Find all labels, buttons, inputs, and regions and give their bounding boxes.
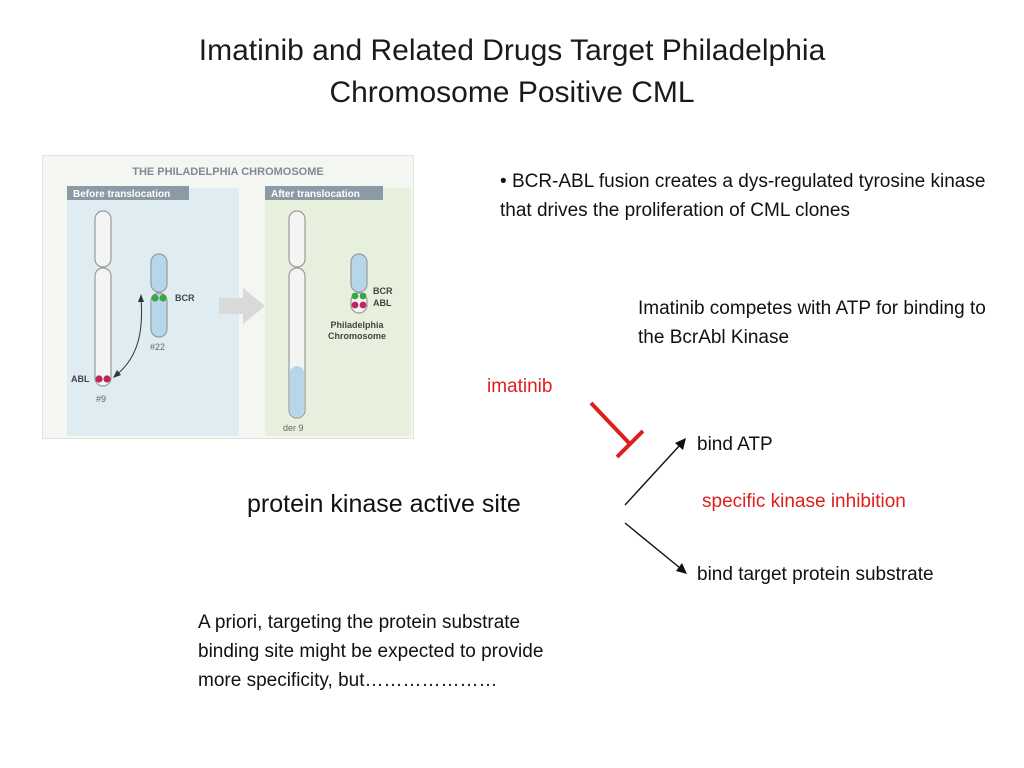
before-tab [67, 186, 189, 200]
imatinib-competes-text: Imatinib competes with ATP for binding t… [638, 298, 986, 348]
a-priori-note: A priori, targeting the protein substrat… [198, 612, 544, 691]
bcr-label: BCR [175, 293, 195, 303]
after-translocation-label: After translocation [271, 189, 360, 200]
derivative-chromosome-9 [288, 210, 306, 419]
chromosome-9-label: #9 [96, 394, 106, 404]
philadelphia-chromosome [350, 253, 368, 314]
philadelphia-chromosome-figure: THE PHILADELPHIA CHROMOSOME Before trans… [42, 155, 414, 439]
slide-title-line-1: Imatinib and Related Drugs Target Philad… [198, 34, 826, 67]
imatinib-label: imatinib [487, 376, 553, 397]
bcr-abl-bullet: • BCR-ABL fusion creates a dys-regulated… [500, 167, 990, 225]
protein-kinase-active-site-label: protein kinase active site [247, 490, 521, 518]
philadelphia-label-line-2: Chromosome [328, 331, 386, 341]
abl-label: ABL [71, 374, 90, 384]
chromosome-illustration: THE PHILADELPHIA CHROMOSOME Before trans… [67, 166, 411, 436]
bullet-marker: • [500, 171, 507, 192]
philadelphia-label-line-1: Philadelphia [330, 320, 384, 330]
chromosome-22-label: #22 [150, 342, 165, 352]
before-translocation-label: Before translocation [73, 189, 170, 200]
after-panel [265, 188, 411, 436]
abl-after-label: ABL [373, 298, 392, 308]
slide-title-line-2: Chromosome Positive CML [329, 76, 695, 109]
specific-kinase-inhibition-label: specific kinase inhibition [702, 491, 906, 512]
imatinib-inhibition-bar [615, 429, 645, 459]
arrow-to-bind-target [624, 522, 681, 569]
bind-target-substrate-label: bind target protein substrate [697, 564, 934, 585]
imatinib-inhibition-line [589, 401, 631, 445]
figure-heading: THE PHILADELPHIA CHROMOSOME [132, 166, 324, 178]
chromosome-9 [94, 210, 112, 387]
bcr-after-label: BCR [373, 286, 393, 296]
slide-title: Imatinib and Related Drugs Target Philad… [40, 30, 984, 114]
translocation-direction-arrow [219, 288, 265, 324]
bullet-text: BCR-ABL fusion creates a dys-regulated t… [500, 171, 986, 221]
after-tab [265, 186, 383, 200]
chromosome-22 [150, 253, 168, 338]
der-9-label: der 9 [283, 423, 304, 433]
arrow-to-bind-atp [624, 444, 681, 506]
bind-atp-label: bind ATP [697, 434, 773, 455]
translocation-arrow [114, 297, 143, 377]
